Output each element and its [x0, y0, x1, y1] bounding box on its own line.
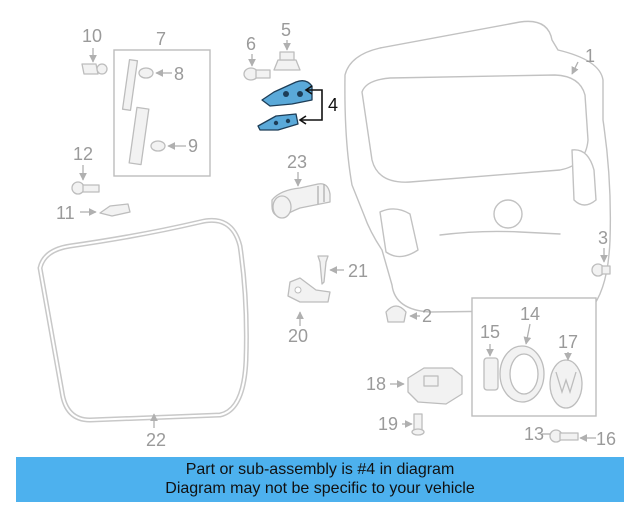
callout-23[interactable]: 23: [287, 152, 307, 172]
callout-4[interactable]: 4: [328, 95, 338, 115]
part-screw-16[interactable]: [549, 429, 579, 443]
part-handle-23[interactable]: [271, 183, 331, 219]
callout-20[interactable]: 20: [288, 326, 308, 346]
callout-14[interactable]: 14: [520, 304, 540, 324]
callout-8[interactable]: 8: [174, 64, 184, 84]
part-bolt-10[interactable]: [81, 63, 108, 75]
part-nut-5[interactable]: [273, 51, 301, 71]
callout-2[interactable]: 2: [422, 306, 432, 326]
banner-line-disclaimer: Diagram may not be specific to your vehi…: [165, 480, 475, 497]
callout-6[interactable]: 6: [246, 34, 256, 54]
part-weatherstrip-22[interactable]: [37, 218, 249, 423]
callout-labels: 1 2 3 4 5 6 7 8 9 10 11 12 13 14 15 16 1…: [56, 20, 616, 450]
callout-12[interactable]: 12: [73, 144, 93, 164]
callout-18[interactable]: 18: [366, 374, 386, 394]
part-emblem-assembly-13[interactable]: [471, 297, 597, 417]
callout-10[interactable]: 10: [82, 26, 102, 46]
callout-22[interactable]: 22: [146, 430, 166, 450]
part-liftgate[interactable]: [344, 20, 612, 313]
banner-line-part-number: Part or sub-assembly is #4 in diagram: [185, 461, 455, 478]
callout-3[interactable]: 3: [598, 228, 608, 248]
part-hinge-assembly-highlighted[interactable]: [257, 80, 313, 131]
callout-1[interactable]: 1: [585, 46, 595, 66]
part-screw-19[interactable]: [411, 413, 425, 436]
part-lock-18[interactable]: [407, 367, 463, 405]
parts-diagram: 1 2 3 4 5 6 7 8 9 10 11 12 13 14 15 16 1…: [37, 20, 616, 450]
leader-lines: [79, 40, 608, 442]
callout-17[interactable]: 17: [558, 332, 578, 352]
callout-9[interactable]: 9: [188, 136, 198, 156]
callout-15[interactable]: 15: [480, 322, 500, 342]
part-fastener-3[interactable]: [591, 263, 611, 277]
part-bolt-6[interactable]: [243, 67, 271, 81]
callout-16[interactable]: 16: [596, 429, 616, 449]
part-bracket-20[interactable]: [287, 277, 331, 303]
part-clip-11[interactable]: [99, 203, 131, 217]
callout-5[interactable]: 5: [281, 20, 291, 40]
part-strut-assembly[interactable]: [113, 49, 211, 177]
callout-13[interactable]: 13: [524, 424, 544, 444]
part-bolt-12[interactable]: [71, 181, 100, 195]
part-grommet-2[interactable]: [385, 305, 407, 323]
callout-21[interactable]: 21: [348, 261, 368, 281]
info-banner: Part or sub-assembly is #4 in diagram Di…: [16, 457, 624, 502]
part-screw-21[interactable]: [317, 255, 329, 285]
callout-19[interactable]: 19: [378, 414, 398, 434]
callout-7[interactable]: 7: [156, 29, 166, 49]
callout-11[interactable]: 11: [56, 203, 75, 223]
